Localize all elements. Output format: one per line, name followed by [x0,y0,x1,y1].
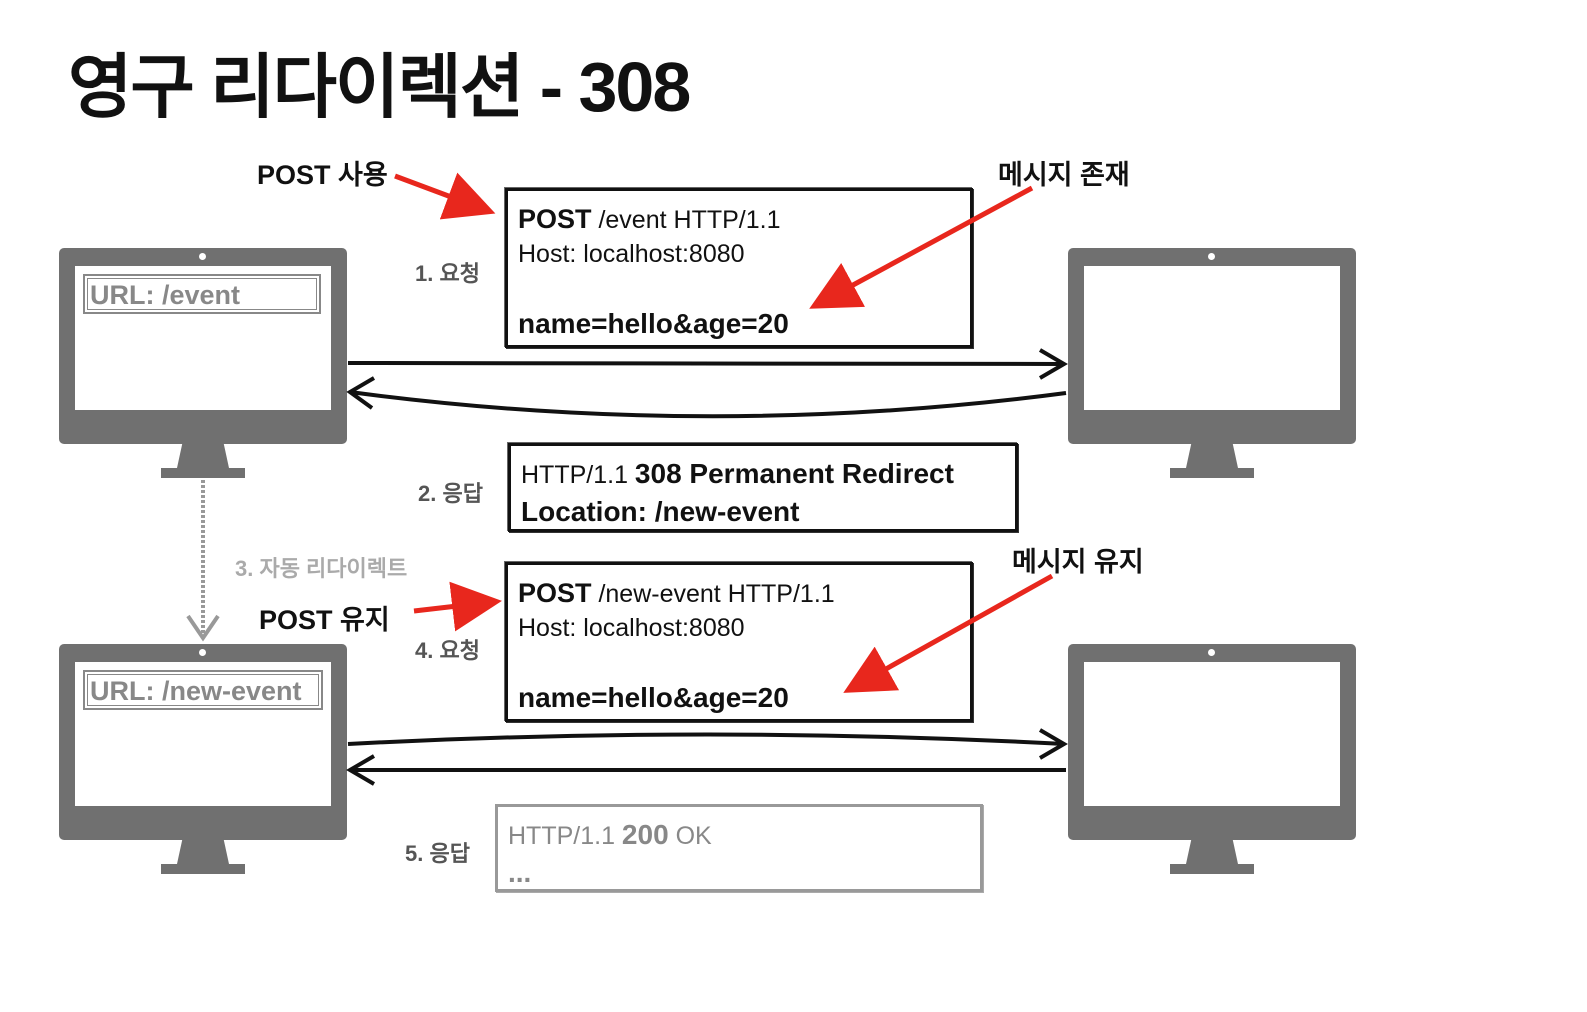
step-label-5: 5. 응답 [405,841,470,866]
request-4-method: POST [518,578,592,608]
response-5-ellipsis: ... [508,856,532,888]
request-1-path: /event HTTP/1.1 [591,206,781,234]
arrow-request-4 [347,728,1068,760]
annotation-message-exists: 메시지 존재 [998,160,1130,190]
request-1-method: POST [518,204,592,234]
annotation-post-use: POST 사용 [257,160,388,190]
server-screen-top [1084,266,1340,410]
url-bar-top: URL: /event [83,274,321,314]
arrow-response-2 [346,376,1067,419]
page-title: 영구 리다이렉션 - 308 [68,48,691,126]
request-1-host: Host: localhost:8080 [518,239,745,268]
request-1-body: name=hello&age=20 [518,308,789,340]
server-monitor-bottom [1068,644,1356,876]
annotation-message-keep: 메시지 유지 [1012,547,1144,577]
response-2-location: Location: /new-event [521,495,800,527]
request-message-1: POST /event HTTP/1.1 Host: localhost:808… [505,188,973,348]
red-arrow-message-exists [809,185,1034,309]
response-message-2: HTTP/1.1 308 Permanent Redirect Location… [508,443,1018,532]
red-arrow-message-keep [843,573,1054,693]
step-label-3: 3. 자동 리다이렉트 [235,556,408,581]
server-screen-bottom [1084,662,1340,806]
request-message-4: POST /new-event HTTP/1.1 Host: localhost… [505,562,973,722]
request-4-path: /new-event HTTP/1.1 [591,580,835,608]
annotation-post-keep: POST 유지 [259,605,390,635]
server-monitor-top [1068,248,1356,480]
step-label-1: 1. 요청 [415,261,480,286]
request-4-body: name=hello&age=20 [518,682,789,714]
arrow-auto-redirect [186,480,220,642]
response-5-code: 200 [621,819,669,850]
response-2-status: 308 Permanent Redirect [634,458,954,489]
client-screen-bottom: URL: /new-event [75,662,331,806]
arrow-response-5 [346,754,1066,786]
url-bar-bottom: URL: /new-event [83,670,323,710]
client-monitor-bottom: URL: /new-event [59,644,347,876]
response-5-text: OK [668,822,712,850]
request-4-host: Host: localhost:8080 [518,613,745,642]
client-monitor-top: URL: /event [59,248,347,480]
client-screen-top: URL: /event [75,266,331,410]
response-5-version: HTTP/1.1 [508,822,622,850]
response-2-version: HTTP/1.1 [521,461,635,489]
step-label-4: 4. 요청 [415,638,480,663]
response-message-5: HTTP/1.1 200 OK ... [495,804,983,892]
step-label-2: 2. 응답 [418,481,483,506]
red-arrow-post-use [394,172,496,220]
red-arrow-post-keep [413,581,502,632]
arrow-request-1 [347,348,1068,380]
